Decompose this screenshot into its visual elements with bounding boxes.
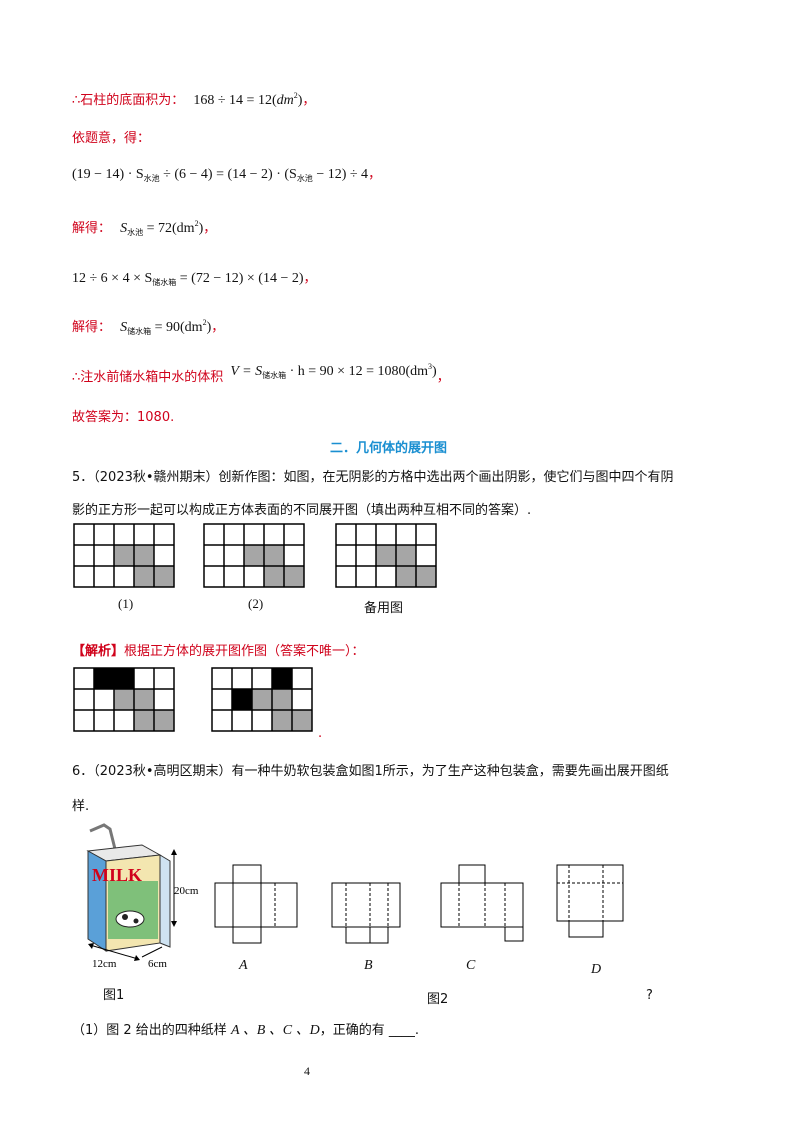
grid-spare xyxy=(335,523,437,588)
solution-line-4: 解得： S水池 = 72(dm2)， xyxy=(72,217,216,238)
math-expression: S水池 = 72(dm2) xyxy=(120,219,204,237)
page-number: 4 xyxy=(304,1064,310,1078)
grid-label-spare: 备用图 xyxy=(364,601,404,616)
answer-grid-2 xyxy=(211,667,313,732)
punctuation: ， xyxy=(303,271,317,286)
milk-carton-illustration: MILK 20cm 12cm 6cm xyxy=(86,823,199,970)
net-patterns xyxy=(214,864,624,944)
solution-line-1: ∴石柱的底面积为： 168 ÷ 14 = 12(dm2)， xyxy=(72,89,315,109)
milk-logo: MILK xyxy=(92,865,142,885)
punctuation: ， xyxy=(368,167,382,182)
fig2-label: 图2 xyxy=(427,992,449,1007)
trailing-dot: . xyxy=(318,726,323,741)
question-mark: ? xyxy=(646,988,653,1003)
net-d xyxy=(556,864,624,938)
net-c xyxy=(440,864,524,942)
text-label: ∴石柱的底面积为： xyxy=(72,93,185,108)
option-label-d: D xyxy=(591,962,602,977)
q6-text-line-2: 样. xyxy=(72,799,90,814)
math-expression: S储水箱 = 90(dm2) xyxy=(120,318,212,336)
q5-text-line-1: 5．（2023秋•赣州期末）创新作图：如图，在无阴影的方格中选出两个画出阴影，使… xyxy=(72,470,674,485)
sub-question-suffix: ，正确的有 ____. xyxy=(319,1023,420,1038)
analysis-tag: 【解析】 xyxy=(72,644,125,659)
sub-question-prefix: （1）图 2 给出的四种纸样 xyxy=(72,1023,231,1038)
grid-label-1: (1) xyxy=(118,596,134,611)
solution-line-6: 解得： S储水箱 = 90(dm2)， xyxy=(72,316,224,337)
solution-answer: 故答案为：1080. xyxy=(72,410,175,425)
solution-line-3: (19 − 14) · S水池 ÷ (6 − 4) = (14 − 2) · (… xyxy=(72,163,381,184)
math-expression: 12 ÷ 6 × 4 × S储水箱 = (72 − 12) × (14 − 2) xyxy=(72,271,304,287)
q5-analysis: 【解析】根据正方体的展开图作图（答案不唯一）： xyxy=(72,640,365,659)
text-label: 解得： xyxy=(72,221,112,236)
q5-grids xyxy=(73,523,437,588)
option-label-a: A xyxy=(239,958,248,973)
dim-height-label: 20cm xyxy=(174,885,199,897)
math-expression: V = S储水箱 · h = 90 × 12 = 1080(dm3) xyxy=(230,362,437,380)
answer-grid-1 xyxy=(73,667,175,732)
text-label: 解得： xyxy=(72,320,112,335)
q5-text-line-2: 影的正方形一起可以构成正方体表面的不同展开图（填出两种互相不同的答案）. xyxy=(72,503,532,518)
net-b xyxy=(331,882,401,944)
grid-label-2: (2) xyxy=(248,596,264,611)
q5-answer-grids xyxy=(73,667,313,732)
punctuation: ， xyxy=(203,221,217,236)
sub-question-letters: A 、B 、C 、D xyxy=(230,1023,320,1038)
section-title: 二．几何体的展开图 xyxy=(330,441,448,456)
q6-sub-question-1: （1）图 2 给出的四种纸样 A 、B 、C 、D，正确的有 ____. xyxy=(72,1019,419,1039)
punctuation: ， xyxy=(436,370,450,385)
net-a xyxy=(214,864,298,944)
dim-width-label: 6cm xyxy=(148,958,167,970)
grid-1 xyxy=(73,523,175,588)
math-expression: 168 ÷ 14 = 12(dm2) xyxy=(193,91,303,108)
math-expression: (19 − 14) · S水池 ÷ (6 − 4) = (14 − 2) · (… xyxy=(72,167,369,183)
punctuation: ， xyxy=(211,320,225,335)
punctuation: ， xyxy=(302,93,316,108)
q6-text-line-1: 6．（2023秋•高明区期末）有一种牛奶软包装盒如图1所示，为了生产这种包装盒，… xyxy=(72,764,669,779)
option-label-b: B xyxy=(364,958,373,973)
solution-line-2: 依题意，得： xyxy=(72,131,151,146)
analysis-text: 根据正方体的展开图作图（答案不唯一）： xyxy=(124,644,365,659)
dim-length-label: 12cm xyxy=(92,958,117,970)
option-label-c: C xyxy=(466,958,476,973)
fig1-label: 图1 xyxy=(103,988,125,1003)
grid-2 xyxy=(203,523,305,588)
solution-line-5: 12 ÷ 6 × 4 × S储水箱 = (72 − 12) × (14 − 2)… xyxy=(72,267,317,288)
solution-line-7: ∴注水前储水箱中水的体积 V = S储水箱 · h = 90 × 12 = 10… xyxy=(72,362,450,387)
text-label: ∴注水前储水箱中水的体积 xyxy=(72,370,224,385)
